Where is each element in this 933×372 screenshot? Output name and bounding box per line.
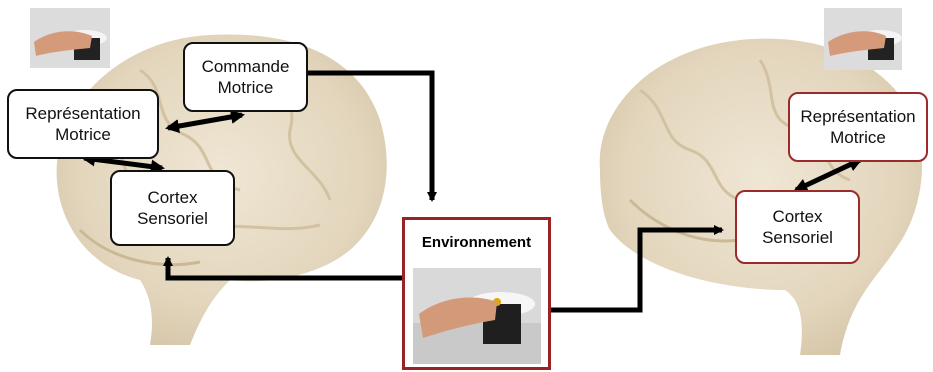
motor-command-box: Commande Motrice	[183, 42, 308, 112]
arrows	[81, 70, 863, 313]
motor-representation-box-right: Représentation Motrice	[788, 92, 928, 162]
arrow-environment-to-left-sensory-cortex	[163, 256, 402, 281]
arrow-motor-command-to-environment	[308, 70, 437, 202]
sensory-cortex-left-line2: Sensoriel	[137, 209, 208, 228]
motor-representation-left-line1: Représentation	[25, 104, 141, 123]
sensory-cortex-box-left: Cortex Sensoriel	[110, 170, 235, 246]
sensory-cortex-box-right: Cortex Sensoriel	[735, 190, 860, 264]
motor-representation-right-line1: Représentation	[800, 107, 916, 126]
environment-photo	[413, 268, 541, 364]
arrow-environment-to-right-sensory-cortex	[551, 225, 724, 313]
sensory-cortex-left-line1: Cortex	[147, 188, 198, 207]
environment-label: Environnement	[421, 234, 532, 251]
arrow-representation-cortex	[81, 152, 165, 174]
motor-representation-right-line2: Motrice	[830, 128, 886, 147]
hand-photo-right	[824, 8, 902, 70]
arrow-right-cortex-representation	[793, 157, 863, 193]
motor-representation-box-left: Représentation Motrice	[7, 89, 159, 159]
hand-photo-left	[30, 8, 110, 68]
arrow-representation-command	[165, 110, 245, 133]
environment-box: Environnement	[402, 217, 551, 370]
sensory-cortex-right-line1: Cortex	[772, 207, 823, 226]
motor-representation-left-line2: Motrice	[55, 125, 111, 144]
motor-command-line1: Commande	[201, 57, 290, 76]
motor-command-line2: Motrice	[217, 78, 274, 97]
sensory-cortex-right-line2: Sensoriel	[762, 228, 833, 247]
